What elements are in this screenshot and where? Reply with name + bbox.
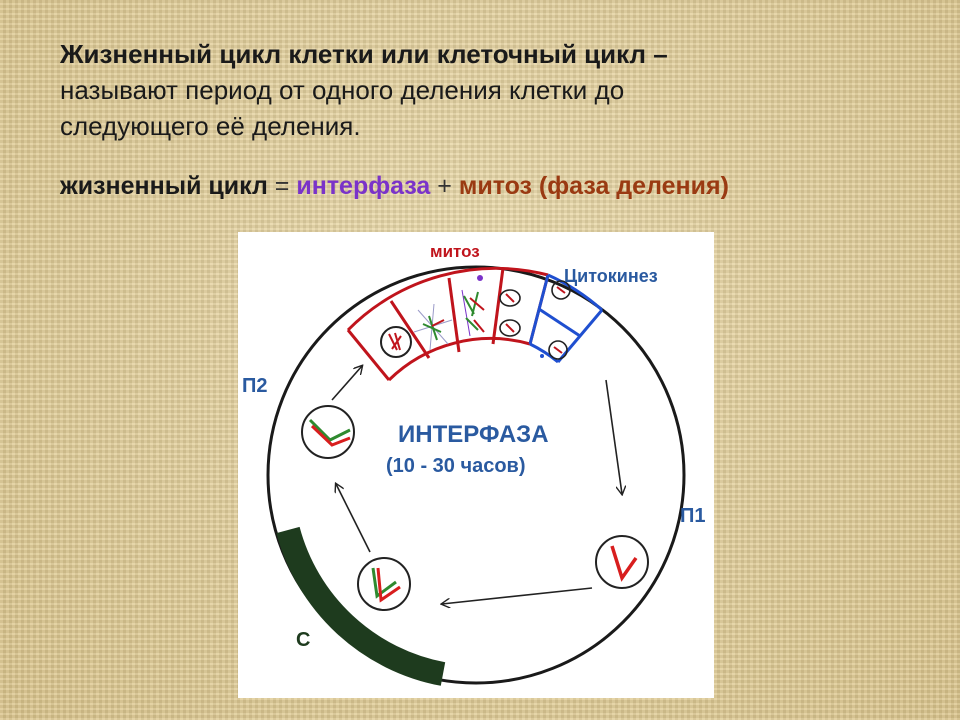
metaphase-pole-top (477, 275, 483, 281)
prometaphase-chromosome-red (431, 319, 445, 327)
s-chromosome-red (376, 567, 401, 603)
formula-plus: + (437, 172, 452, 200)
cycle-ring (266, 265, 686, 685)
prophase-nucleus (380, 326, 412, 358)
mitosis-divider-3 (447, 277, 461, 353)
s-cell-outline (357, 557, 411, 611)
g1-label: П1 (680, 505, 706, 527)
anaphase-nucleus-bottom (499, 319, 521, 337)
arrow-s-to-g2 (336, 484, 371, 553)
metaphase-chromosomes-red (469, 297, 485, 333)
cytokinesis-band (528, 273, 604, 364)
arrow-g1-to-s (442, 587, 593, 604)
prometaphase-chromosomes (422, 315, 442, 341)
cell-cycle-diagram: митоз Цитокинез ИНТЕРФАЗА (10 - 30 часов… (238, 232, 714, 698)
formula-life-cycle: жизненный цикл (60, 172, 268, 200)
mitosis-outer-arc (346, 266, 549, 332)
arrow-g2-to-mitosis (331, 366, 362, 401)
arrow-mitosis-to-g1 (605, 379, 622, 494)
g2-cell (301, 405, 355, 459)
cytokinesis-inner-arc (529, 342, 559, 364)
interphase-duration: (10 - 30 часов) (386, 455, 526, 477)
prometaphase-cell (413, 303, 453, 351)
anaphase-cell (499, 289, 521, 337)
definition-line-2: называют период от одного деления клетки… (60, 75, 625, 105)
g1-cell-outline (595, 535, 649, 589)
cell-cycle-svg: митоз Цитокинез ИНТЕРФАЗА (10 - 30 часов… (242, 242, 706, 686)
s-cell (357, 557, 411, 611)
formula-mitosis: митоз (фаза деления) (458, 172, 729, 200)
formula-interphase: интерфаза (296, 172, 431, 200)
mitosis-divider-2 (389, 300, 431, 359)
definition-paragraph: Жизненный цикл клетки или клеточный цикл… (60, 36, 920, 144)
cycle-arrows (331, 366, 622, 604)
cytokinesis-divider-mid (538, 307, 581, 338)
telophase-1-chromosome (556, 286, 566, 294)
mitosis-divider-4 (491, 267, 505, 345)
life-cycle-formula: жизненный цикл = интерфаза + митоз (фаза… (60, 172, 729, 201)
g2-chromosome-red (310, 424, 351, 447)
g2-chromosome-green (308, 418, 351, 442)
telophase-2-nucleus (548, 340, 568, 360)
cytokinesis-outer-arc (547, 273, 604, 312)
definition-line-3: следующего её деления. (60, 111, 361, 141)
g1-cell (595, 535, 649, 589)
metaphase-spindle (461, 289, 471, 337)
mitosis-inner-arc (387, 337, 531, 382)
s-label: С (296, 629, 310, 651)
g1-chromosome (610, 545, 638, 582)
telophase-2-centriole (540, 354, 544, 358)
anaphase-nucleus-top (499, 289, 521, 307)
definition-block: Жизненный цикл клетки или клеточный цикл… (60, 36, 920, 144)
s-phase-band (276, 526, 446, 686)
metaphase-cell (461, 275, 485, 337)
mitosis-label: митоз (430, 242, 480, 261)
telophase-1-nucleus (551, 280, 571, 300)
anaphase-chromosomes (505, 293, 515, 333)
g2-label: П2 (242, 375, 268, 397)
formula-equals: = (274, 172, 290, 200)
interphase-title: ИНТЕРФАЗА (398, 421, 549, 448)
cytokinesis-label: Цитокинез (564, 266, 658, 286)
telophase-cell-2 (540, 340, 568, 360)
telophase-cell-1 (551, 280, 571, 300)
s-chromosome-green (371, 567, 397, 599)
prophase-chromosomes (388, 332, 402, 351)
telophase-2-chromosome (553, 346, 563, 354)
mitosis-divider-1 (346, 329, 391, 381)
g2-cell-outline (301, 405, 355, 459)
definition-term: Жизненный цикл клетки или клеточный цикл… (60, 39, 668, 69)
metaphase-chromosomes (463, 291, 479, 331)
prophase-cell (380, 326, 412, 358)
